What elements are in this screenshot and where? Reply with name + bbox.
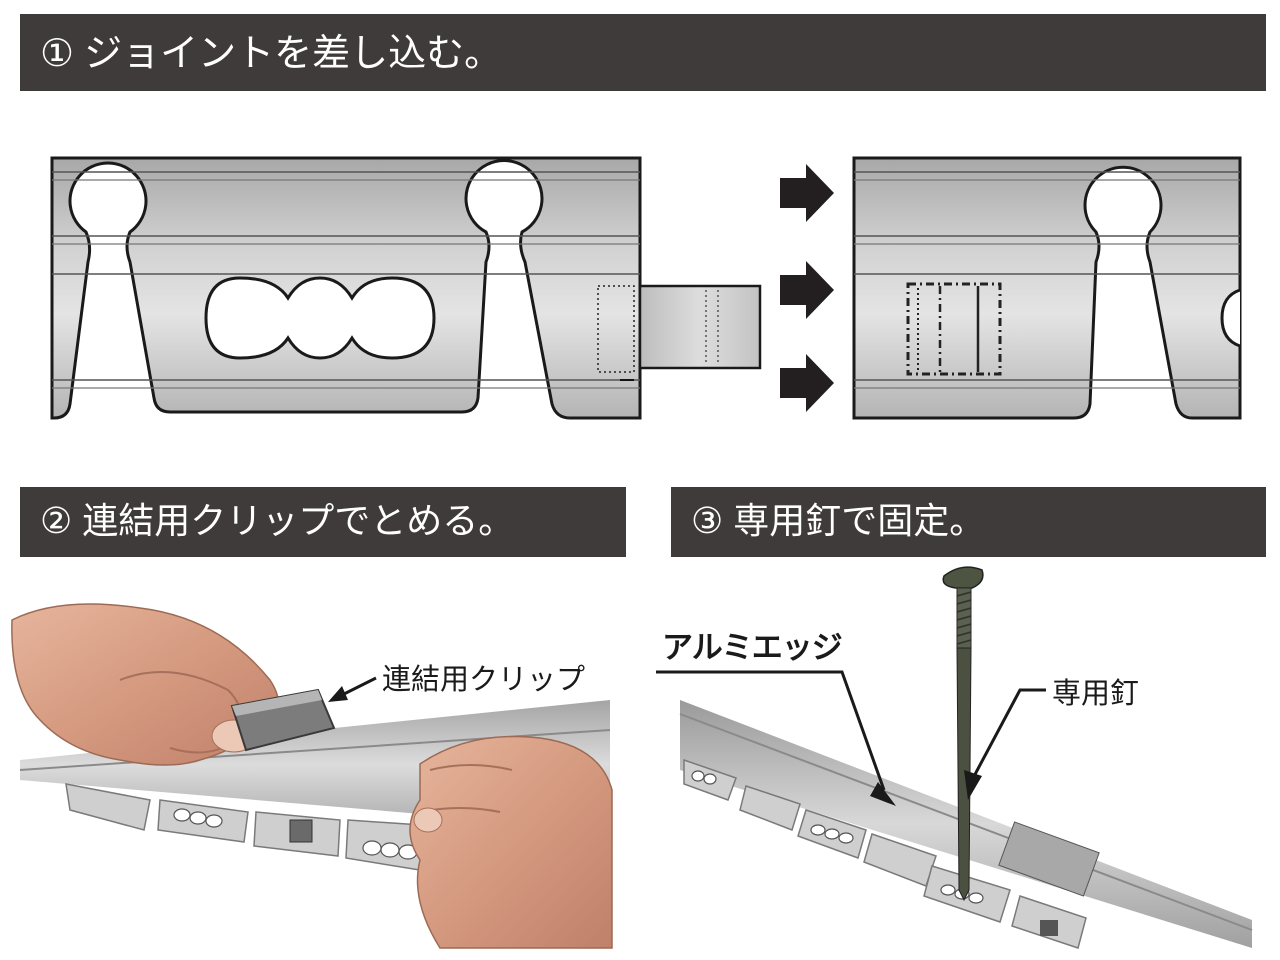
joint-insert (638, 284, 762, 370)
step-3-number: ③ (691, 501, 724, 542)
edging-piece-joined (852, 156, 1242, 420)
step-2-photo (11, 603, 613, 949)
triple-slot-hole (204, 276, 436, 360)
nail-shank (956, 647, 972, 902)
step-1-number: ① (40, 30, 75, 75)
step-3-photo (656, 566, 1253, 949)
nail-label: 専用釘 (1052, 676, 1140, 710)
step-3-header: ③ 専用釘で固定。 (671, 487, 1266, 557)
step-3-text: 専用釘で固定。 (733, 501, 986, 542)
step-2-text: 連結用クリップでとめる。 (82, 501, 515, 542)
step-1-text: ジョイントを差し込む。 (84, 30, 503, 75)
arrow-icon (780, 261, 834, 319)
step-1-header: ① ジョイントを差し込む。 (20, 14, 1266, 91)
clip-label: 連結用クリップ (382, 662, 586, 696)
step-2-number: ② (40, 501, 73, 542)
step-2-header: ② 連結用クリップでとめる。 (20, 487, 626, 557)
arrow-icon (780, 164, 834, 222)
nail-head (942, 566, 984, 589)
edge-label: アルミエッジ (662, 630, 843, 666)
edging-piece-left (50, 156, 642, 420)
insert-arrows (780, 164, 834, 412)
arrow-icon (780, 354, 834, 412)
